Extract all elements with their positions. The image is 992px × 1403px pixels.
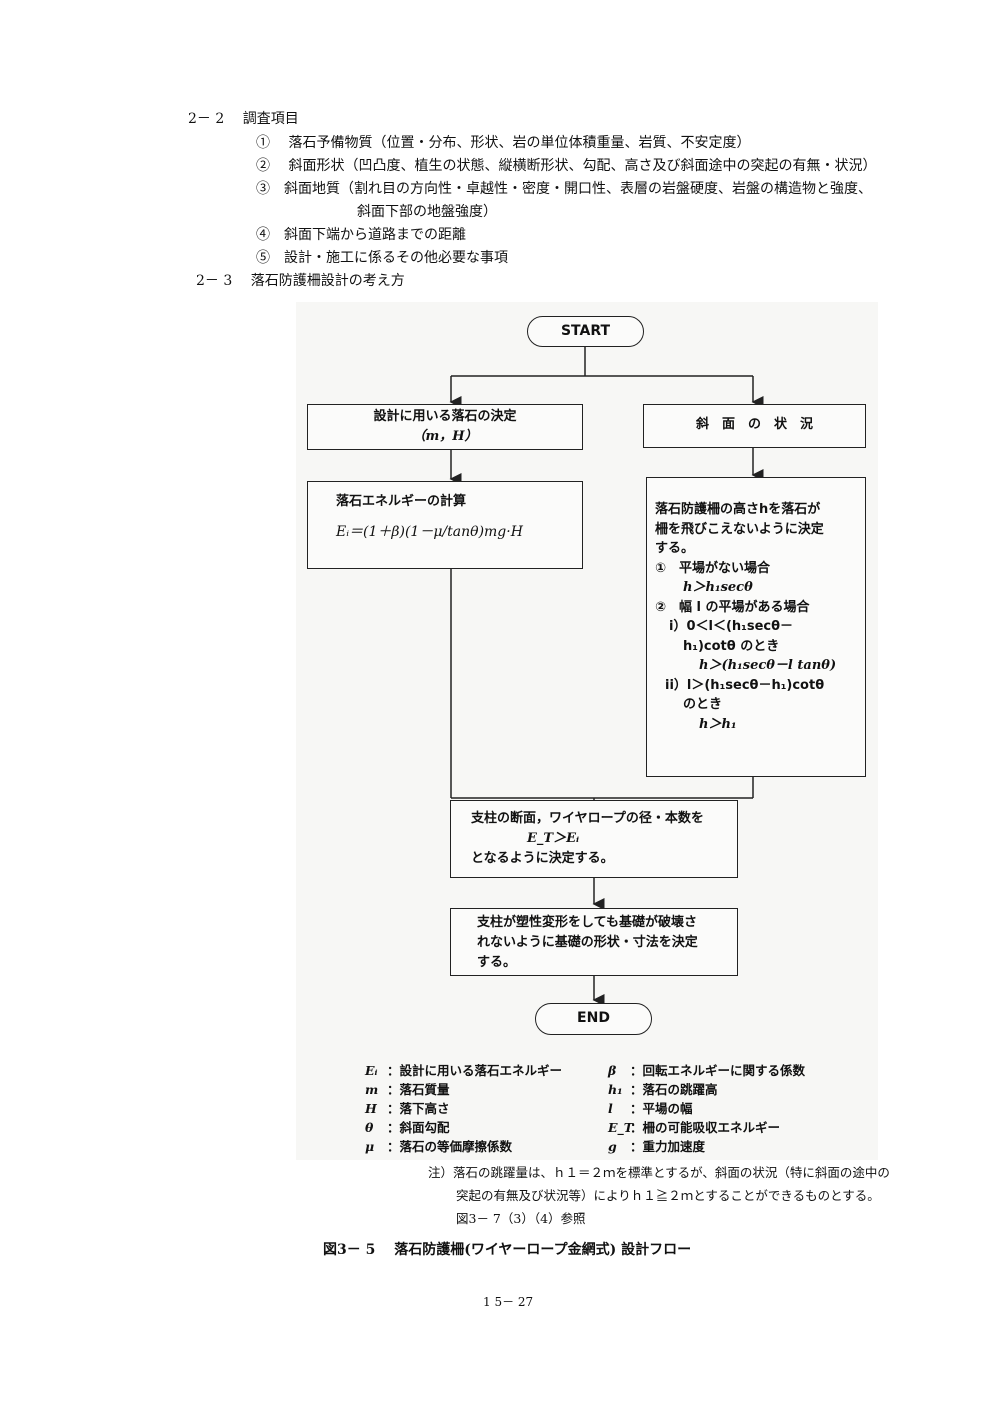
legend-item: g：重力加速度 bbox=[608, 1139, 706, 1154]
rockfall-energy-box: 落石エネルギーの計算 Eᵢ＝(1＋β)(1－μ/tanθ)mg·H bbox=[307, 481, 583, 569]
foundation-design-box: 支柱が塑性変形をしても基礎が破壊さ れないように基礎の形状・寸法を決定 する。 bbox=[450, 908, 738, 976]
survey-item-5: ⑤ 設計・施工に係るその他必要な事項 bbox=[256, 250, 508, 266]
design-rockfall-box: 設計に用いる落石の決定 （m，H） bbox=[307, 404, 583, 450]
figure-caption: 図3－ 5 落石防護柵(ワイヤーロープ金網式) 設計フロー bbox=[323, 1242, 692, 1258]
case-no-flat-heading: ① 平場がない場合 bbox=[655, 560, 771, 576]
fence-height-line: する。 bbox=[655, 541, 695, 556]
survey-item-4: ④ 斜面下端から道路までの距離 bbox=[256, 227, 466, 243]
legend-left: Eᵢ：設計に用いる落石エネルギー m：落石質量 H：落下高さ θ：斜面勾配 μ：… bbox=[365, 1061, 562, 1156]
case-flat-ii-formula: h＞h₁ bbox=[699, 716, 737, 732]
legend-item: θ：斜面勾配 bbox=[365, 1120, 450, 1135]
legend-item: l：平場の幅 bbox=[608, 1101, 693, 1116]
design-rockfall-title: 設計に用いる落石の決定 bbox=[373, 409, 517, 424]
case-flat-heading: ② 幅 l の平場がある場合 bbox=[655, 599, 810, 615]
start-terminal: START bbox=[527, 316, 644, 347]
case-flat-i: i）0＜l＜(h₁secθ－ bbox=[669, 619, 794, 634]
survey-item-3-cont: 斜面下部の地盤強度） bbox=[357, 204, 497, 220]
case-flat-ii-cont: のとき bbox=[683, 697, 723, 712]
fence-height-line: 落石防護柵の高さhを落石が bbox=[655, 502, 821, 517]
legend-item: H：落下高さ bbox=[365, 1101, 450, 1116]
legend-item: E_T：柵の可能吸収エネルギー bbox=[608, 1120, 781, 1135]
legend-item: β：回転エネルギーに関する係数 bbox=[608, 1063, 806, 1078]
section-2-3-heading: 2－ 3 落石防護柵設計の考え方 bbox=[196, 273, 405, 289]
section-2-2-heading: 2－ 2 調査項目 bbox=[188, 111, 299, 127]
post-wire-design-box: 支柱の断面，ワイヤロープの径・本数を E_T＞Eᵢ となるように決定する。 bbox=[450, 800, 738, 878]
case-no-flat-formula: h＞h₁secθ bbox=[683, 580, 753, 595]
case-flat-i-cont: h₁)cotθ のとき bbox=[683, 638, 780, 654]
case-flat-ii: ii）l＞(h₁secθ－h₁)cotθ bbox=[665, 677, 825, 693]
legend-item: μ：落石の等価摩擦係数 bbox=[365, 1139, 513, 1154]
post-wire-formula: E_T＞Eᵢ bbox=[527, 831, 580, 846]
foundation-line: 支柱が塑性変形をしても基礎が破壊さ bbox=[477, 915, 697, 930]
case-flat-i-formula: h＞(h₁secθ－l tanθ) bbox=[699, 658, 837, 673]
flow-connectors bbox=[449, 346, 764, 1006]
note-reference: 図3－ 7（3）（4）参照 bbox=[456, 1211, 586, 1226]
legend-item: h₁：落石の跳躍高 bbox=[608, 1082, 718, 1097]
fence-height-box: 落石防護柵の高さhを落石が 柵を飛びこえないように決定 する。 ① 平場がない場… bbox=[646, 477, 866, 777]
note-line-1: 注）落石の跳躍量は、ｈ１＝２ｍを標準とするが、斜面の状況（特に斜面の途中の bbox=[428, 1165, 890, 1180]
legend-item: m：落石質量 bbox=[365, 1082, 450, 1097]
foundation-line: れないように基礎の形状・寸法を決定 bbox=[477, 935, 698, 950]
foundation-line: する。 bbox=[477, 955, 517, 970]
survey-item-3: ③ 斜面地質（割れ目の方向性・卓越性・密度・開口性、表層の岩盤硬度、岩盤の構造物… bbox=[256, 181, 872, 197]
fence-height-line: 柵を飛びこえないように決定 bbox=[655, 521, 824, 537]
rockfall-energy-title: 落石エネルギーの計算 bbox=[336, 494, 467, 509]
note-line-2: 突起の有無及び状況等）によりｈ１≧２ｍとすることができるものとする。 bbox=[456, 1188, 880, 1203]
end-terminal: END bbox=[535, 1003, 652, 1035]
post-wire-line: 支柱の断面，ワイヤロープの径・本数を bbox=[471, 811, 704, 826]
legend-right: β：回転エネルギーに関する係数 h₁：落石の跳躍高 l：平場の幅 E_T：柵の可… bbox=[608, 1061, 805, 1156]
rockfall-energy-formula: Eᵢ＝(1＋β)(1－μ/tanθ)mg·H bbox=[336, 524, 523, 540]
survey-item-2: ② 斜面形状（凹凸度、植生の状態、縦横断形状、勾配、高さ及び斜面途中の突起の有無… bbox=[256, 158, 877, 174]
slope-condition-box: 斜 面 の 状 況 bbox=[643, 404, 866, 448]
legend-item: Eᵢ：設計に用いる落石エネルギー bbox=[365, 1063, 563, 1078]
design-flowchart: START 設計に用いる落石の決定 （m，H） 斜 面 の 状 況 落石エネルギ… bbox=[296, 302, 878, 1160]
page-number: 1 5－ 27 bbox=[483, 1295, 534, 1309]
survey-item-1: ① 落石予備物質（位置・分布、形状、岩の単位体積重量、岩質、不安定度） bbox=[256, 135, 751, 151]
post-wire-line: となるように決定する。 bbox=[471, 851, 614, 866]
design-rockfall-params: （m，H） bbox=[412, 429, 478, 444]
